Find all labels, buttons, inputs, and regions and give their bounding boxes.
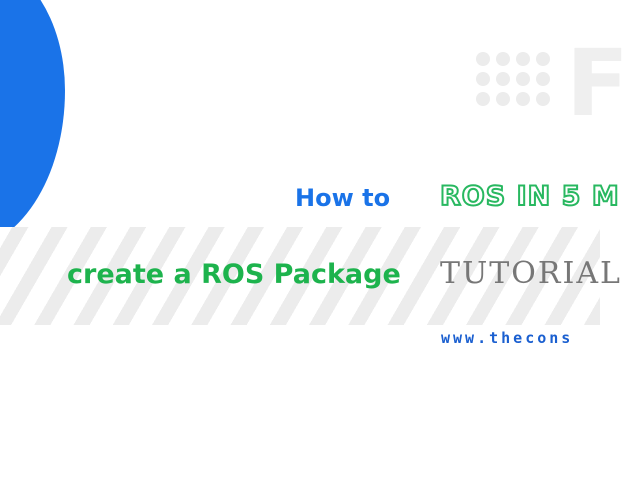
diagonal-stripe-band (0, 227, 600, 325)
dot (496, 92, 510, 106)
dot (496, 72, 510, 86)
website-url: www.thecons (441, 329, 574, 347)
dot-grid-decoration (476, 52, 556, 118)
dot (536, 52, 550, 66)
dot (516, 52, 530, 66)
tutorial-label: TUTORIAL (440, 256, 622, 291)
thumbnail-banner: F How to ROS IN 5 M create a ROS Package… (0, 0, 629, 347)
dot (476, 72, 490, 86)
how-to-heading: How to (295, 184, 391, 212)
faint-logo-letter-decoration: F (566, 30, 629, 137)
dot (536, 72, 550, 86)
topic-title: create a ROS Package (67, 259, 401, 290)
dot (496, 52, 510, 66)
dot (536, 92, 550, 106)
series-title: ROS IN 5 M (439, 180, 620, 213)
dot (476, 92, 490, 106)
blue-blob-shape (0, 0, 65, 250)
dot (516, 72, 530, 86)
dot (516, 92, 530, 106)
dot (476, 52, 490, 66)
